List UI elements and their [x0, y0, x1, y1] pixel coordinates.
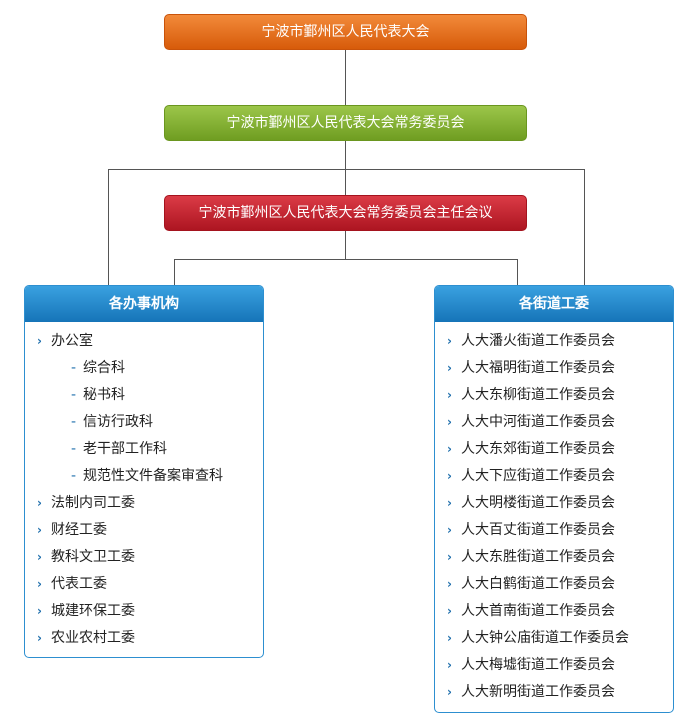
dash-icon: -: [71, 360, 77, 376]
street-committee-label: 人大中河街道工作委员会: [461, 414, 615, 430]
office-label: 财经工委: [51, 522, 107, 538]
chevron-right-icon: ›: [37, 550, 42, 564]
dash-icon: -: [71, 468, 77, 484]
chevron-right-icon: ›: [447, 442, 452, 456]
chevron-right-icon: ›: [37, 577, 42, 591]
chevron-right-icon: ›: [447, 685, 452, 699]
directors-meeting-node: 宁波市鄞州区人民代表大会常务委员会主任会议: [164, 195, 527, 231]
office-label: 代表工委: [51, 576, 107, 592]
street-committee-item[interactable]: › 人大明楼街道工作委员会: [435, 490, 673, 517]
street-committee-label: 人大下应街道工作委员会: [461, 468, 615, 484]
street-committee-item[interactable]: › 人大新明街道工作委员会: [435, 679, 673, 706]
dash-icon: -: [71, 441, 77, 457]
street-committee-label: 人大东柳街道工作委员会: [461, 387, 615, 403]
street-committee-label: 人大潘火街道工作委员会: [461, 333, 615, 349]
street-committee-item[interactable]: › 人大福明街道工作委员会: [435, 355, 673, 382]
chevron-right-icon: ›: [37, 631, 42, 645]
street-committees-panel-title: 各街道工委: [435, 286, 673, 322]
office-label: 规范性文件备案审查科: [83, 468, 223, 484]
street-committee-label: 人大新明街道工作委员会: [461, 684, 615, 700]
chevron-right-icon: ›: [447, 469, 452, 483]
office-item[interactable]: › 财经工委: [25, 517, 263, 544]
chevron-right-icon: ›: [447, 658, 452, 672]
office-subitem[interactable]: -老干部工作科: [25, 436, 263, 463]
street-committee-label: 人大东郊街道工作委员会: [461, 441, 615, 457]
office-subitem[interactable]: -综合科: [25, 355, 263, 382]
chevron-right-icon: ›: [447, 334, 452, 348]
chevron-right-icon: ›: [37, 496, 42, 510]
street-committees-panel: 各街道工委 › 人大潘火街道工作委员会 › 人大福明街道工作委员会 › 人大东柳街道工作委…: [434, 285, 674, 713]
office-label: 法制内司工委: [51, 495, 135, 511]
office-item[interactable]: › 法制内司工委: [25, 490, 263, 517]
chevron-right-icon: ›: [447, 415, 452, 429]
street-committee-label: 人大明楼街道工作委员会: [461, 495, 615, 511]
street-committee-label: 人大东胜街道工作委员会: [461, 549, 615, 565]
street-committee-item[interactable]: › 人大东郊街道工作委员会: [435, 436, 673, 463]
street-committee-label: 人大首南街道工作委员会: [461, 603, 615, 619]
standing-committee-node: 宁波市鄞州区人民代表大会常务委员会: [164, 105, 527, 141]
dash-icon: -: [71, 414, 77, 430]
office-label: 办公室: [51, 333, 93, 349]
street-committee-item[interactable]: › 人大钟公庙街道工作委员会: [435, 625, 673, 652]
people-congress-node: 宁波市鄞州区人民代表大会: [164, 14, 527, 50]
offices-panel-title: 各办事机构: [25, 286, 263, 322]
chevron-right-icon: ›: [447, 577, 452, 591]
chevron-right-icon: ›: [447, 388, 452, 402]
office-label: 农业农村工委: [51, 630, 135, 646]
street-committee-item[interactable]: › 人大首南街道工作委员会: [435, 598, 673, 625]
chevron-right-icon: ›: [37, 334, 42, 348]
dash-icon: -: [71, 387, 77, 403]
chevron-right-icon: ›: [447, 496, 452, 510]
chevron-right-icon: ›: [447, 631, 452, 645]
street-committee-item[interactable]: › 人大东胜街道工作委员会: [435, 544, 673, 571]
office-subitem[interactable]: -规范性文件备案审查科: [25, 463, 263, 490]
office-label: 老干部工作科: [83, 441, 167, 457]
offices-panel: 各办事机构 ›办公室-综合科-秘书科-信访行政科-老干部工作科-规范性文件备案审…: [24, 285, 264, 658]
chevron-right-icon: ›: [447, 361, 452, 375]
street-committee-item[interactable]: › 人大中河街道工作委员会: [435, 409, 673, 436]
street-committee-item[interactable]: › 人大潘火街道工作委员会: [435, 328, 673, 355]
office-item[interactable]: › 农业农村工委: [25, 625, 263, 652]
street-committee-label: 人大白鹤街道工作委员会: [461, 576, 615, 592]
office-label: 秘书科: [83, 387, 125, 403]
street-committees-list: › 人大潘火街道工作委员会 › 人大福明街道工作委员会 › 人大东柳街道工作委员会 › 人大中…: [435, 328, 673, 706]
office-subitem[interactable]: -秘书科: [25, 382, 263, 409]
office-item[interactable]: › 代表工委: [25, 571, 263, 598]
street-committee-item[interactable]: › 人大百丈街道工作委员会: [435, 517, 673, 544]
office-label: 教科文卫工委: [51, 549, 135, 565]
chevron-right-icon: ›: [37, 523, 42, 537]
chevron-right-icon: ›: [37, 604, 42, 618]
street-committee-item[interactable]: › 人大白鹤街道工作委员会: [435, 571, 673, 598]
offices-list: ›办公室-综合科-秘书科-信访行政科-老干部工作科-规范性文件备案审查科›法制内…: [25, 328, 263, 652]
chevron-right-icon: ›: [447, 604, 452, 618]
office-label: 信访行政科: [83, 414, 153, 430]
street-committee-item[interactable]: › 人大梅墟街道工作委员会: [435, 652, 673, 679]
office-label: 综合科: [83, 360, 125, 376]
street-committee-label: 人大福明街道工作委员会: [461, 360, 615, 376]
office-item[interactable]: › 城建环保工委: [25, 598, 263, 625]
office-item[interactable]: › 办公室: [25, 328, 263, 355]
office-item[interactable]: › 教科文卫工委: [25, 544, 263, 571]
street-committee-label: 人大梅墟街道工作委员会: [461, 657, 615, 673]
office-subitem[interactable]: -信访行政科: [25, 409, 263, 436]
chevron-right-icon: ›: [447, 523, 452, 537]
street-committee-item[interactable]: › 人大下应街道工作委员会: [435, 463, 673, 490]
chevron-right-icon: ›: [447, 550, 452, 564]
office-label: 城建环保工委: [51, 603, 135, 619]
street-committee-label: 人大钟公庙街道工作委员会: [461, 630, 629, 646]
street-committee-item[interactable]: › 人大东柳街道工作委员会: [435, 382, 673, 409]
street-committee-label: 人大百丈街道工作委员会: [461, 522, 615, 538]
